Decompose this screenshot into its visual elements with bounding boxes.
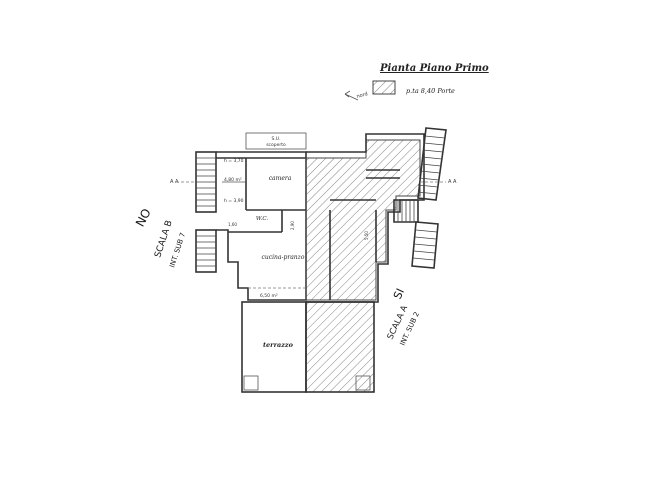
room-camera-label: camera — [269, 175, 292, 182]
left-unit-walls — [216, 151, 307, 301]
terrace-corner-marks — [243, 375, 371, 391]
legend-hatch-swatch — [372, 80, 396, 95]
top-box-line1: S.U. — [271, 136, 280, 142]
right-staircase-top — [417, 127, 447, 201]
top-box — [245, 132, 307, 150]
room-cucina-label: cucina-pranzo — [262, 254, 305, 261]
height-label-bottom: h = 3,90 — [224, 198, 244, 204]
axis-marker-right: A A — [448, 179, 457, 185]
terrace-right-outline — [305, 301, 375, 393]
dim-mid: 2,90 — [290, 221, 295, 230]
legend-label: p.ta 8,40 Porte — [406, 87, 455, 95]
room-wc-label: W.C. — [256, 216, 268, 222]
hand-right-si: SI — [391, 286, 407, 301]
left-staircase — [195, 151, 217, 273]
area-small: 4,80 m² — [224, 177, 242, 183]
dim-left: 1,60 — [228, 222, 237, 227]
dim-right: 5,50 — [364, 231, 369, 240]
right-staircase-bottom — [393, 199, 439, 269]
top-box-line2: scoperto — [266, 142, 286, 148]
hand-left-no: NO — [133, 206, 154, 229]
axis-marker-left: A A — [170, 179, 179, 185]
north-arrow-label: nord — [356, 91, 369, 100]
right-unit-hatched — [305, 139, 421, 301]
right-unit-walls — [306, 133, 425, 303]
plan-title: Pianta Piano Primo — [379, 63, 489, 74]
height-label-top: h = 3,70 — [224, 158, 244, 164]
hand-left-int: INT. SUB 7 — [168, 232, 187, 269]
room-terrazzo-label: terrazzo — [263, 341, 294, 349]
area-bottom: 6,50 m² — [260, 293, 278, 299]
terrace-right-hatched — [305, 301, 375, 393]
handwritten-left: NO — [133, 206, 154, 229]
north-arrow-icon — [344, 90, 359, 101]
